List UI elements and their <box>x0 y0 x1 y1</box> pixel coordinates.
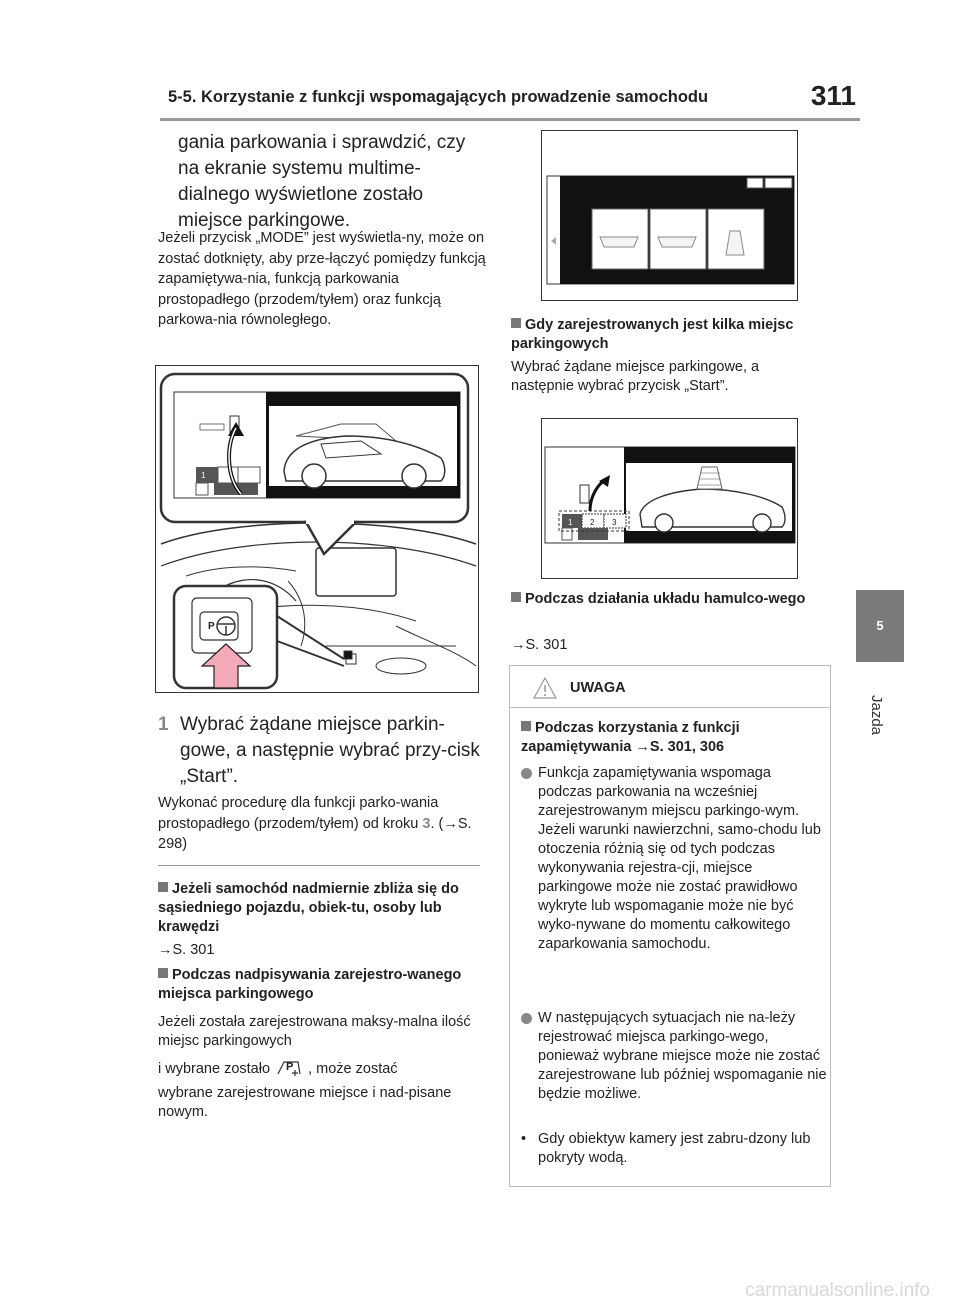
square-bullet-icon <box>511 318 521 328</box>
chapter-side-label: Jazda <box>855 685 903 745</box>
step-number: 1 <box>158 714 169 735</box>
section-overwrite-text2b: , może zostać <box>308 1061 398 1077</box>
watermark: carmanualsonline.info <box>745 1280 930 1301</box>
section-multiple-slots-title: Gdy zarejestrowanych jest kilka miejsc p… <box>511 317 794 352</box>
multiple-slots-illustration: 1 2 3 <box>544 446 796 544</box>
warning-bullet-1: Funkcja zapamiętywania wspomaga podczas … <box>521 764 826 974</box>
round-bullet-icon <box>521 768 532 779</box>
square-bullet-icon <box>158 968 168 978</box>
page-header: 5-5. Korzystanie z funkcji wspomagającyc… <box>160 80 860 122</box>
warning-box: UWAGA Podczas korzystania z funkcji zapa… <box>509 665 831 1187</box>
section-multiple-slots-text: Wybrać żądane miejsce parkingowe, a nast… <box>511 359 760 394</box>
slot-1-label: 1 <box>568 518 573 527</box>
section-brake-system-title: Podczas działania układu hamulco-wego <box>525 591 806 607</box>
warning-bullet-1-text: Funkcja zapamiętywania wspomaga podczas … <box>538 765 821 952</box>
square-bullet-icon <box>521 721 531 731</box>
chapter-tab[interactable]: 5 <box>856 590 904 662</box>
round-bullet-icon <box>521 1013 532 1024</box>
dash-bullet-icon: • <box>521 1131 527 1147</box>
square-bullet-icon <box>511 592 521 602</box>
warning-bullet-3: • Gdy obiektyw kamery jest zabru-dzony l… <box>521 1130 826 1175</box>
section-brake-system: Podczas działania układu hamulco-wego <box>511 590 831 609</box>
p-button-label: P <box>208 621 215 632</box>
slot-2-label: 2 <box>590 518 595 527</box>
warning-triangle-icon <box>532 676 558 699</box>
page-number: 311 <box>810 80 856 111</box>
step-note-a: Wykonać procedurę dla funkcji parko-wani… <box>158 795 439 832</box>
parking-slot-delete-icon: P <box>277 1061 301 1076</box>
warning-section: Podczas korzystania z funkcji zapamiętyw… <box>521 719 821 757</box>
square-bullet-icon <box>158 882 168 892</box>
warning-bullet-2-text: W następujących sytuacjach nie na-leży r… <box>538 1010 827 1102</box>
mode-screen-illustration <box>546 175 795 285</box>
figure-multiple-slots-screen: 1 2 3 <box>541 418 798 579</box>
header-rule <box>160 118 860 121</box>
dashboard-illustration: 1 P <box>159 372 477 690</box>
section-overwrite-text1: Jeżeli została zarejestrowana maksy-maln… <box>158 1014 471 1049</box>
section-overwrite-text2a: i wybrane zostało <box>158 1061 271 1077</box>
section-overwrite-title: Podczas nadpisywania zarejestro-wanego m… <box>158 967 462 1002</box>
figure-mode-screen <box>541 130 798 301</box>
chapter-tab-number: 5 <box>876 618 884 633</box>
warning-header: UWAGA <box>510 666 830 708</box>
figure-dashboard-screen: 1 P <box>155 365 479 693</box>
warning-bullet-2: W następujących sytuacjach nie na-leży r… <box>521 1009 827 1124</box>
section-overwrite: Podczas nadpisywania zarejestro-wanego m… <box>158 966 488 1004</box>
step-note: Wykonać procedurę dla funkcji parko-wani… <box>158 793 488 855</box>
warning-section-title: Podczas korzystania z funkcji zapamiętyw… <box>521 720 740 755</box>
step-note-b: . (→S. 298) <box>158 815 472 853</box>
svg-text:P: P <box>286 1061 293 1073</box>
mode-note: Jeżeli przycisk „MODE” jest wyświetla-ny… <box>158 230 486 328</box>
slot-3-label: 3 <box>612 518 617 527</box>
slot-1-label: 1 <box>201 471 206 480</box>
section-proximity-ref[interactable]: →S. 301 <box>158 942 215 958</box>
chapter-side-label-text: Jazda <box>868 695 885 736</box>
section-proximity-title: Jeżeli samochód nadmiernie zbliża się do… <box>158 881 459 935</box>
section-proximity: Jeżeli samochód nadmiernie zbliża się do… <box>158 880 488 937</box>
section-overwrite-text3: wybrane zarejestrowane miejsce i nad-pis… <box>158 1085 452 1120</box>
chapter-title: 5-5. Korzystanie z funkcji wspomagającyc… <box>168 88 709 106</box>
warning-bullet-3-text: Gdy obiektyw kamery jest zabru-dzony lub… <box>538 1131 811 1166</box>
step-note-num: 3 <box>422 815 431 832</box>
warning-title: UWAGA <box>570 680 626 696</box>
section-overwrite-text2: i wybrane zostało P , może zostać <box>158 1056 483 1079</box>
section-multiple-slots: Gdy zarejestrowanych jest kilka miejsc p… <box>511 316 831 354</box>
step-text: Wybrać żądane miejsce parkin-gowe, a nas… <box>180 714 480 787</box>
lead-paragraph: gania parkowania i sprawdzić, czy na ekr… <box>178 132 466 231</box>
section-divider <box>158 865 480 866</box>
section-brake-system-ref[interactable]: →S. 301 <box>511 637 568 653</box>
